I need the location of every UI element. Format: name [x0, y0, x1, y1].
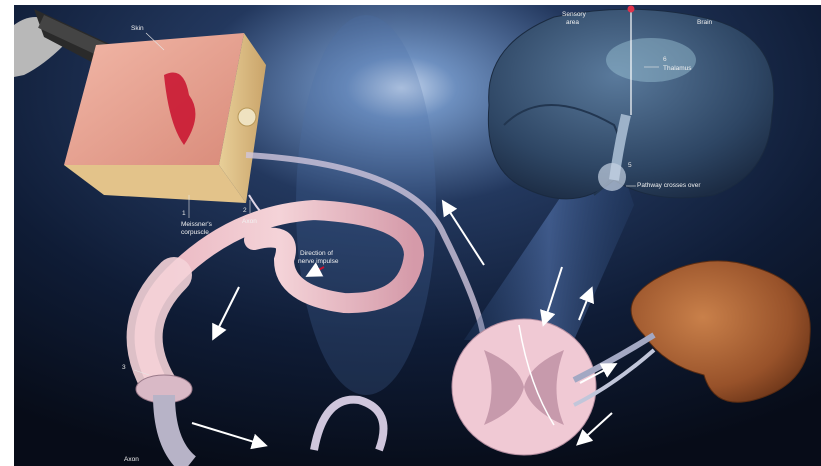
label-meissner: Meissner's — [181, 221, 213, 228]
label-skin: Skin — [131, 25, 144, 32]
label-number-6: 6 — [663, 56, 667, 63]
label-sensory-area-1: Sensory — [562, 11, 587, 18]
label-sensory-area-2: area — [566, 19, 579, 26]
label-corpuscle: corpuscle — [181, 229, 209, 236]
skin-block — [64, 33, 266, 203]
label-axon-number: 2 — [243, 207, 247, 214]
label-axon-top: Axon — [242, 218, 257, 225]
label-meissner-number: 1 — [182, 210, 186, 217]
label-nerve-impulse: nerve impulse — [298, 258, 339, 265]
label-brain: Brain — [697, 19, 713, 26]
thalamus-region — [606, 38, 696, 82]
brain — [488, 6, 773, 199]
nerve-pathway-illustration: Skin 1 Meissner's corpuscle 2 Axon Direc… — [14, 5, 821, 466]
illustration-stage: Skin 1 Meissner's corpuscle 2 Axon Direc… — [14, 5, 821, 466]
label-number-3: 3 — [122, 364, 126, 371]
label-pathway: Pathway crosses over — [637, 182, 701, 189]
label-number-5: 5 — [628, 162, 632, 169]
label-axon-bottom: Axon — [124, 456, 139, 463]
label-direction: Direction of — [300, 250, 333, 257]
spinal-cord-section — [452, 319, 596, 455]
label-thalamus: Thalamus — [663, 65, 692, 72]
